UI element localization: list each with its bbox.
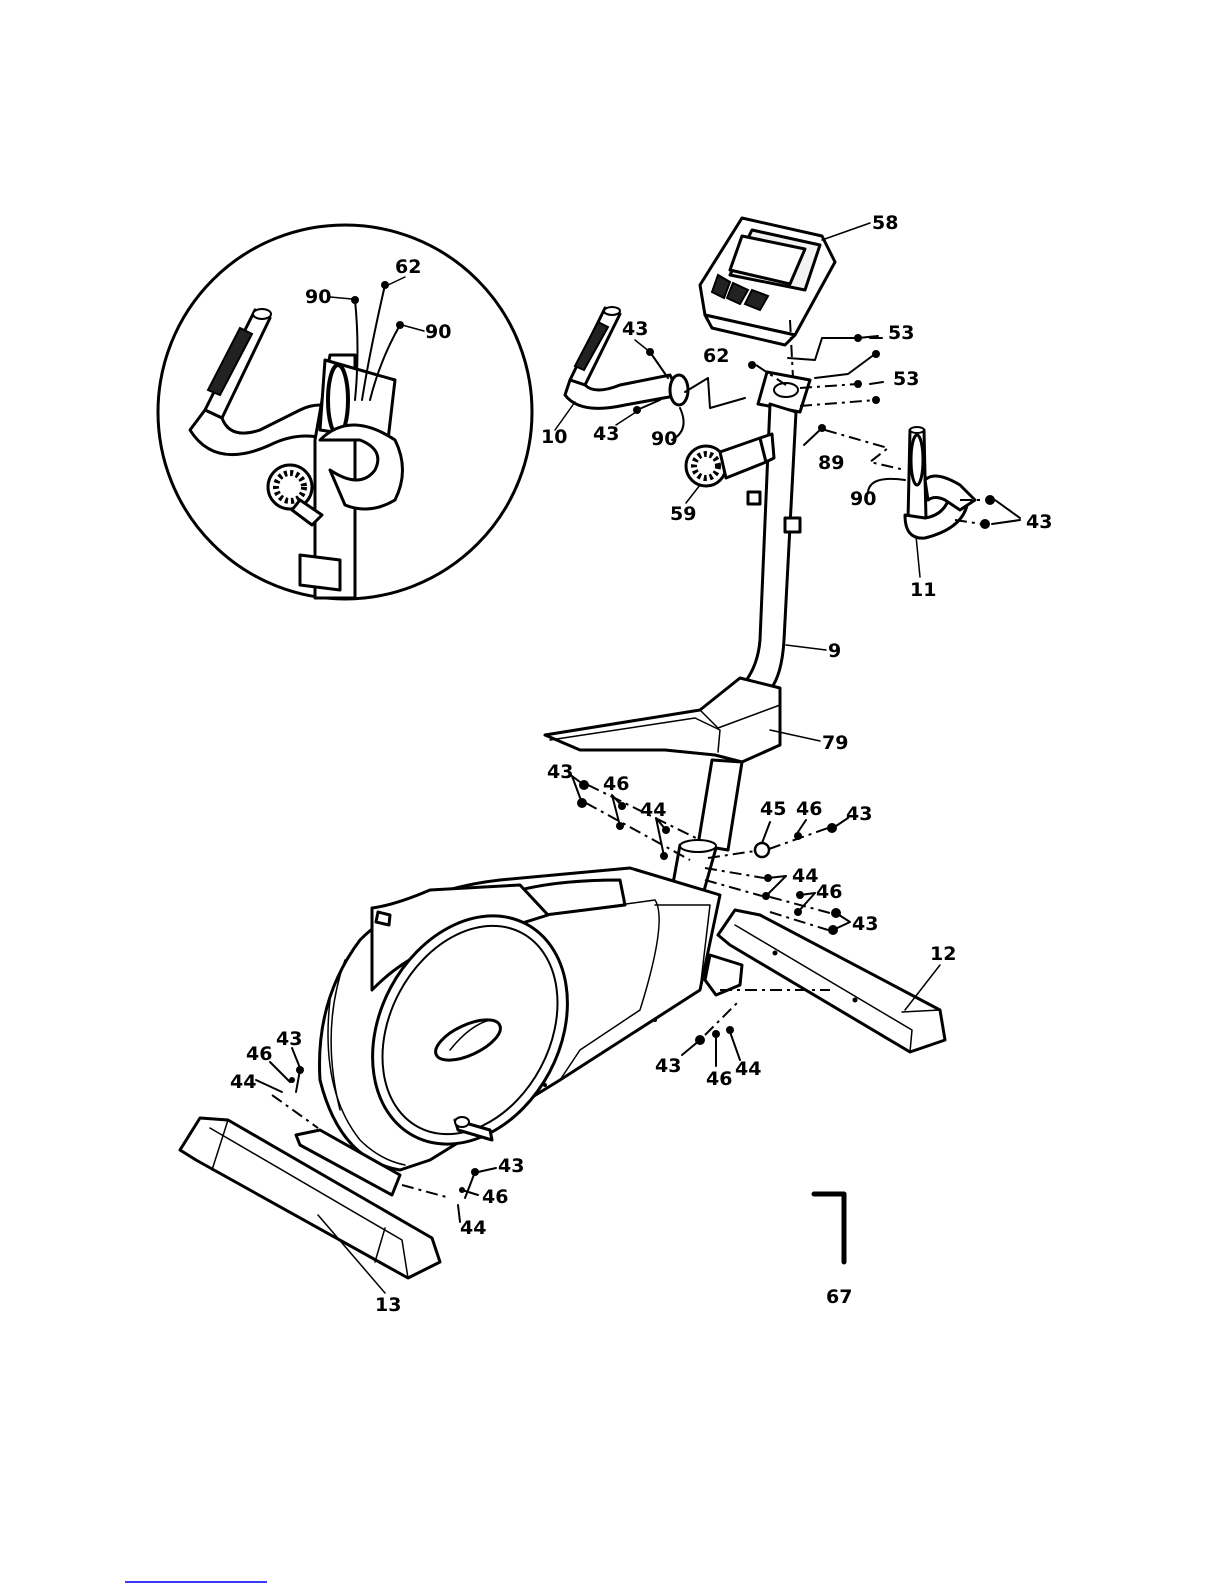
label-90-right: 90 (850, 488, 876, 510)
hardware-front-left: 43 46 44 (230, 1028, 304, 1093)
mast-9: 9 (745, 372, 841, 690)
label-43-front-right: 43 (498, 1155, 524, 1177)
label-44-right: 44 (792, 865, 818, 887)
label-67: 67 (826, 1286, 852, 1308)
label-10: 10 (541, 426, 567, 448)
label-46-mast-right: 46 (796, 798, 822, 820)
inset-label-90-right: 90 (425, 321, 451, 343)
label-13: 13 (375, 1294, 401, 1316)
label-44-bottom: 44 (735, 1058, 761, 1080)
shroud-79: 79 (545, 678, 848, 762)
label-44-front-right: 44 (460, 1217, 486, 1239)
label-44-front-left: 44 (230, 1071, 256, 1093)
footer-rule (125, 1581, 267, 1583)
allen-wrench-67: 67 (814, 1194, 852, 1308)
label-46-front-right: 46 (482, 1186, 508, 1208)
label-43-mast-right: 43 (846, 803, 872, 825)
label-46-right: 46 (816, 881, 842, 903)
hardware-mast-left: 43 46 44 (547, 761, 700, 860)
label-46-front-left: 46 (246, 1043, 272, 1065)
label-59: 59 (670, 503, 696, 525)
label-90-left: 90 (651, 428, 677, 450)
inset-label-90-left: 90 (305, 286, 331, 308)
console-58: 58 (700, 212, 898, 378)
label-89: 89 (818, 452, 844, 474)
label-45: 45 (760, 798, 786, 820)
label-43-front-left: 43 (276, 1028, 302, 1050)
label-79: 79 (822, 732, 848, 754)
label-62: 62 (703, 345, 729, 367)
bolts-53: 53 53 (788, 322, 919, 406)
label-46-mast-left: 46 (603, 773, 629, 795)
hardware-rear-lower: 43 46 44 (655, 1000, 761, 1090)
hardware-front-right: 43 46 44 (458, 1155, 524, 1239)
detail-inset: 90 62 90 (158, 225, 532, 599)
tension-knob-59: 59 (670, 434, 774, 525)
label-43-mast-left: 43 (547, 761, 573, 783)
label-43-mid: 43 (593, 423, 619, 445)
label-43-right: 43 (1026, 511, 1052, 533)
label-43-bottom: 43 (655, 1055, 681, 1077)
label-58: 58 (872, 212, 898, 234)
label-43-top: 43 (622, 318, 648, 340)
label-9: 9 (828, 640, 841, 662)
label-46-bottom: 46 (706, 1068, 732, 1090)
handlebar-11: 89 90 43 11 (804, 424, 1052, 601)
label-44-mast-left: 44 (640, 799, 666, 821)
label-12: 12 (930, 943, 956, 965)
label-11: 11 (910, 579, 936, 601)
label-43-right-lower: 43 (852, 913, 878, 935)
label-53-upper: 53 (888, 322, 914, 344)
inset-label-62: 62 (395, 256, 421, 278)
main-frame (320, 868, 721, 1178)
label-53-lower: 53 (893, 368, 919, 390)
